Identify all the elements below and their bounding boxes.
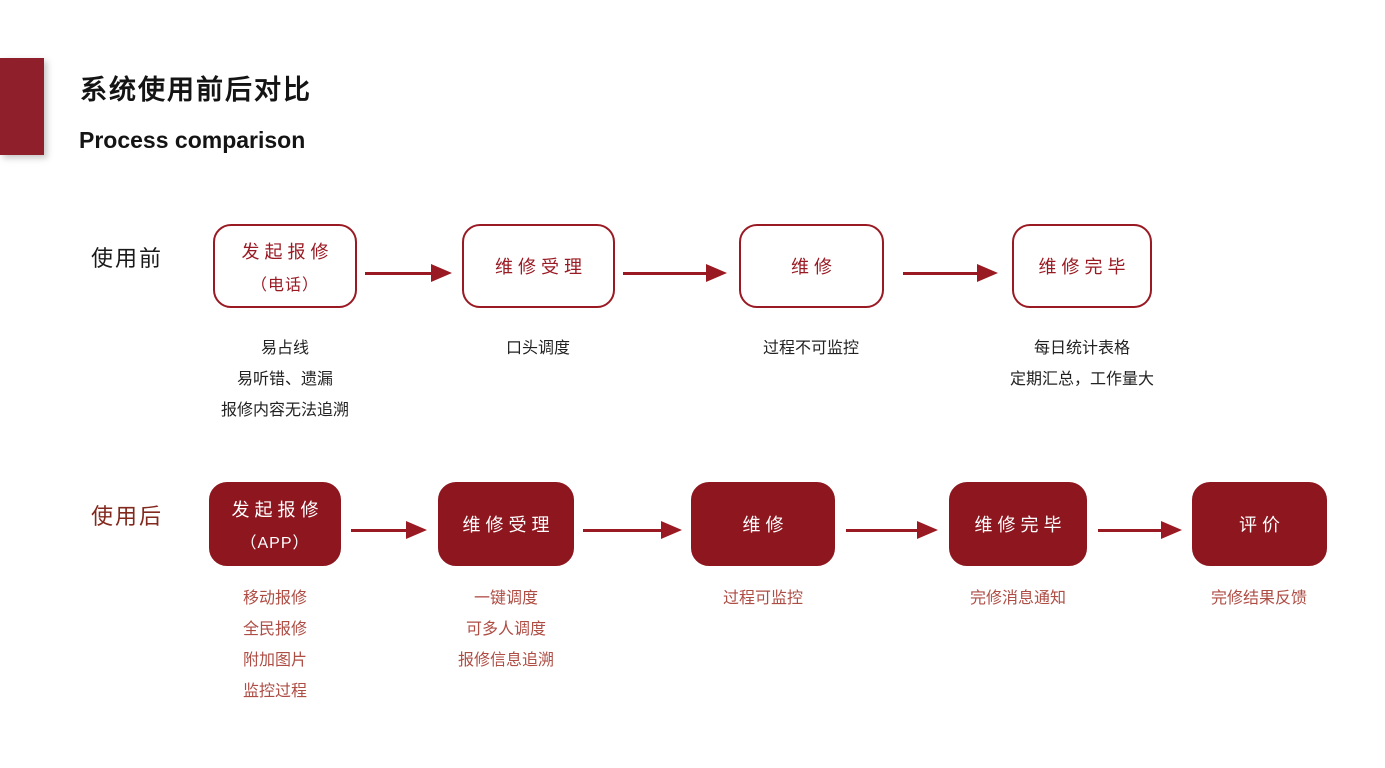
page-title: 系统使用前后对比	[80, 75, 312, 105]
note-line: 过程不可监控	[762, 340, 859, 357]
flow-step-label: 评价	[1239, 515, 1285, 535]
flow-step-report-app: 发起报修 （APP）	[209, 482, 341, 566]
flow-step-evaluate: 评价	[1192, 482, 1327, 566]
flow-step-repair-accept: 维修受理	[438, 482, 574, 566]
flow-step-repair: 维修	[739, 224, 884, 308]
note-line: 报修信息追溯	[457, 652, 554, 669]
flow-step-label: 发起报修	[241, 241, 334, 262]
flow-arrow-icon	[1098, 521, 1182, 539]
note-line: 定期汇总，工作量大	[1009, 371, 1154, 388]
page-subtitle: Process comparison	[79, 127, 306, 153]
flow-step-repair-done: 维修完毕	[949, 482, 1087, 566]
row-label-after: 使用后	[91, 504, 164, 529]
flow-step-repair-accept: 维修受理	[462, 224, 615, 308]
flow-step-label: 维修	[742, 515, 789, 535]
flow-step-report-phone: 发起报修 （电话）	[213, 224, 357, 308]
step-notes: 过程可监控	[613, 583, 913, 614]
step-notes: 一键调度 可多人调度 报修信息追溯	[356, 583, 656, 676]
flow-step-label: 维修受理	[495, 257, 587, 277]
flow-arrow-icon	[351, 521, 427, 539]
flow-arrow-icon	[583, 521, 682, 539]
note-line: 移动报修	[242, 590, 307, 607]
note-line: 口头调度	[505, 340, 570, 357]
note-line: 完修结果反馈	[1210, 590, 1307, 607]
note-line: 完修消息通知	[969, 590, 1066, 607]
flow-step-label: 发起报修	[231, 499, 324, 520]
note-line: 易占线	[260, 340, 309, 357]
step-notes: 口头调度	[388, 333, 688, 364]
flow-step-repair: 维修	[691, 482, 835, 566]
note-line: 每日统计表格	[1033, 340, 1130, 357]
note-line: 过程可监控	[722, 590, 803, 607]
flow-arrow-icon	[903, 264, 998, 282]
step-notes: 过程不可监控	[661, 333, 961, 364]
step-notes: 完修消息通知	[868, 583, 1168, 614]
flow-arrow-icon	[846, 521, 938, 539]
step-notes: 移动报修 全民报修 附加图片 监控过程	[125, 583, 425, 707]
flow-step-label: 维修受理	[462, 515, 555, 535]
note-line: 报修内容无法追溯	[220, 402, 349, 419]
flow-step-label: 维修完毕	[974, 515, 1067, 535]
step-notes: 每日统计表格 定期汇总，工作量大	[932, 333, 1232, 395]
flow-arrow-icon	[365, 264, 452, 282]
slide-accent-bar	[0, 58, 44, 155]
flow-arrow-icon	[623, 264, 727, 282]
flow-step-repair-done: 维修完毕	[1012, 224, 1152, 308]
flow-step-label: 维修完毕	[1038, 257, 1131, 277]
step-notes: 完修结果反馈	[1109, 583, 1385, 614]
flow-step-sublabel: （APP）	[240, 534, 310, 552]
note-line: 可多人调度	[465, 621, 546, 638]
flow-step-label: 维修	[791, 257, 837, 277]
note-line: 附加图片	[242, 652, 307, 669]
flow-step-sublabel: （电话）	[250, 276, 319, 294]
note-line: 监控过程	[242, 683, 307, 700]
note-line: 一键调度	[473, 590, 538, 607]
row-label-before: 使用前	[91, 246, 164, 271]
note-line: 易听错、遗漏	[236, 371, 333, 388]
step-notes: 易占线 易听错、遗漏 报修内容无法追溯	[135, 333, 435, 426]
note-line: 全民报修	[242, 621, 307, 638]
